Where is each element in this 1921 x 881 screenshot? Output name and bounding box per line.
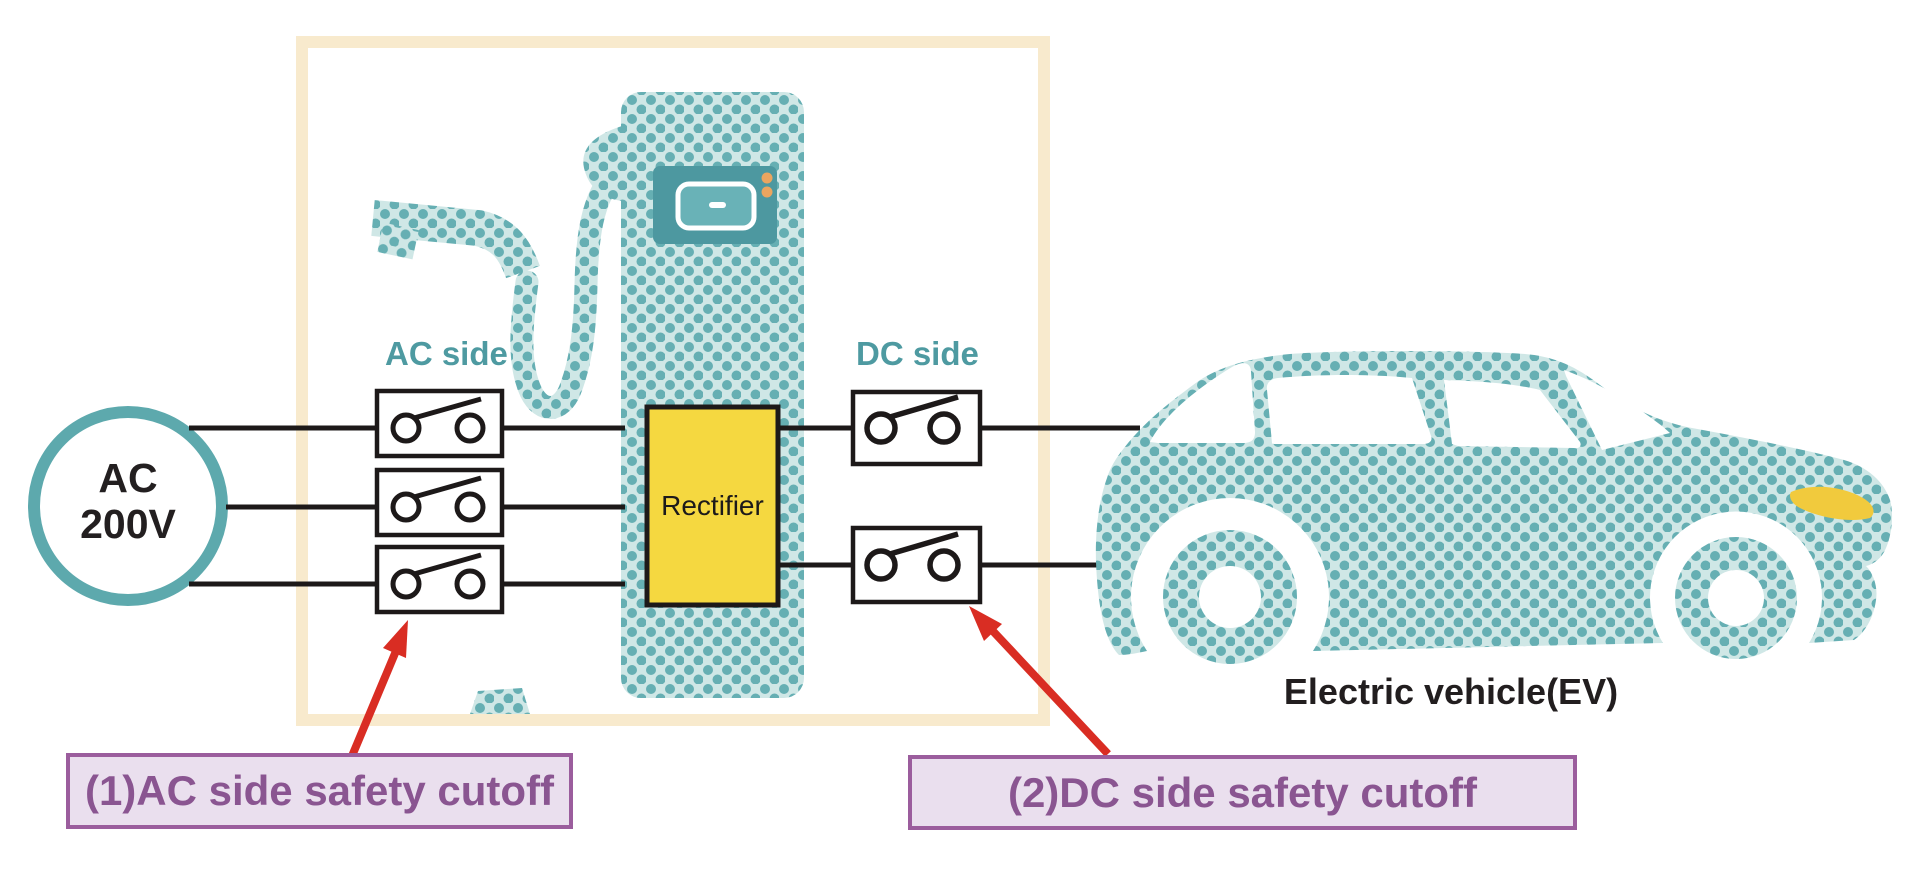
- callout-1-text: (1)AC side safety cutoff: [84, 767, 555, 814]
- dc-switch-box-1: [850, 389, 983, 467]
- indicator-dot-1: [761, 172, 773, 184]
- pillar-base-shadow: [470, 688, 530, 714]
- rear-wheel-hub: [1199, 566, 1261, 628]
- callout-2-text: (2)DC side safety cutoff: [1007, 768, 1478, 816]
- red-arrow-2-head: [969, 606, 1002, 641]
- headlight: [1790, 486, 1874, 520]
- ac-source-line1: AC: [98, 455, 158, 501]
- red-arrow-1: [348, 649, 400, 758]
- ac-source-circle: [28, 406, 228, 606]
- indicator-dot-2: [761, 186, 773, 198]
- ev-car-icon: [1095, 351, 1893, 664]
- callout-dc-safety-cutoff: (2)DC side safety cutoff: [908, 755, 1577, 830]
- charger-screen: [653, 166, 777, 244]
- ac-switch-symbols: [390, 396, 486, 600]
- ac-source-line2: 200V: [80, 501, 176, 547]
- ev-label: Electric vehicle(EV): [1283, 671, 1619, 712]
- red-arrow-2: [988, 626, 1111, 757]
- dc-side-label: DC side: [856, 335, 979, 372]
- car-rear-door-window: [1266, 375, 1432, 444]
- ac-source-label: AC 200V: [34, 455, 222, 547]
- dc-switch-box-2: [850, 525, 983, 605]
- dc-switch-symbols: [864, 394, 961, 582]
- charging-connector-icon: [371, 200, 540, 279]
- dc-switches: [850, 389, 983, 605]
- callout-ac-safety-cutoff: (1)AC side safety cutoff: [66, 753, 573, 829]
- red-arrow-1-head: [383, 620, 408, 658]
- rectifier-label: Rectifier: [661, 490, 764, 521]
- wires: [189, 425, 1140, 587]
- ac-switches: [374, 388, 505, 615]
- ac-side-label: AC side: [385, 335, 508, 372]
- rectifier-box: [644, 404, 781, 608]
- screen-dash: [709, 202, 726, 208]
- car-windshield: [1564, 370, 1670, 450]
- connector-grip: [377, 222, 419, 260]
- car-front-door-window: [1444, 380, 1581, 449]
- front-wheel-hub: [1708, 570, 1764, 626]
- charging-cable-icon: [510, 160, 628, 419]
- callout-arrows: [348, 606, 1111, 758]
- car-quarter-window: [1150, 363, 1255, 443]
- charger-frame: [296, 36, 1050, 726]
